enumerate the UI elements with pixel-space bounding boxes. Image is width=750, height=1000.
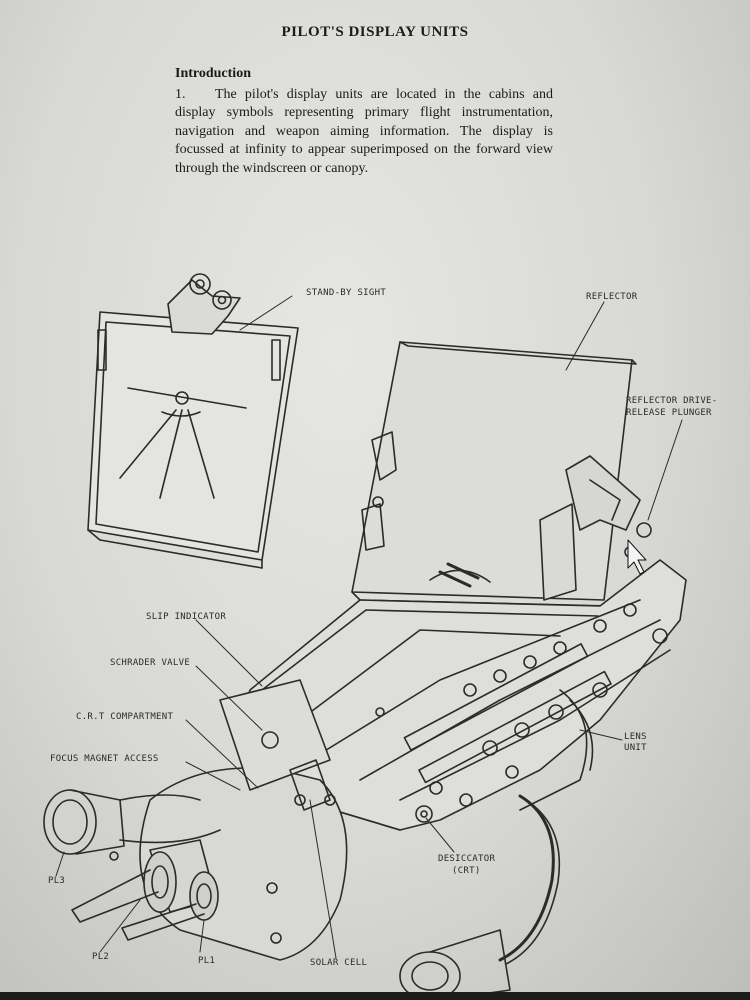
label-focus-magnet-access: FOCUS MAGNET ACCESS [50,754,159,764]
page-title: PILOT'S DISPLAY UNITS [281,24,469,40]
paragraph-number: 1. [175,87,186,102]
intro-paragraph: 1.The pilot's display units are located … [175,86,553,178]
label-reflector: REFLECTOR [586,292,638,302]
label-crt-compartment: C.R.T COMPARTMENT [76,712,174,722]
lens-unit [519,689,623,811]
label-pl2: PL2 [92,952,110,962]
mouse-cursor-icon [627,539,647,575]
stand-by-sight-plate [87,273,299,569]
label-stand-by-sight: STAND-BY SIGHT [306,288,387,298]
label-desiccator-1: DESICCATOR [438,854,496,864]
leader-lines [55,295,683,959]
label-lens-unit-2: UNIT [624,743,647,753]
label-desiccator-2: (CRT) [452,866,481,876]
reflector-frame [539,455,652,601]
label-pl3: PL3 [48,876,66,886]
main-housing [239,559,687,831]
paragraph-text: The pilot's display units are located in… [175,87,553,176]
label-lens-unit-1: LENS [624,732,647,742]
label-schrader-valve: SCHRADER VALVE [110,658,191,668]
screen-bottom-edge [0,992,750,1000]
section-heading: Introduction [175,66,251,81]
connector-pl3 [43,789,221,855]
label-reflector-drive-1: REFLECTOR DRIVE- [626,396,718,406]
crt-compartment [139,679,348,961]
introduction-section: Introduction 1.The pilot's display units… [175,66,553,178]
label-reflector-drive-2: RELEASE PLUNGER [626,408,712,418]
label-solar-cell: SOLAR CELL [310,958,368,968]
label-pl1: PL1 [198,956,216,966]
cable-assembly [399,794,561,1000]
label-slip-indicator: SLIP INDICATOR [146,612,227,622]
